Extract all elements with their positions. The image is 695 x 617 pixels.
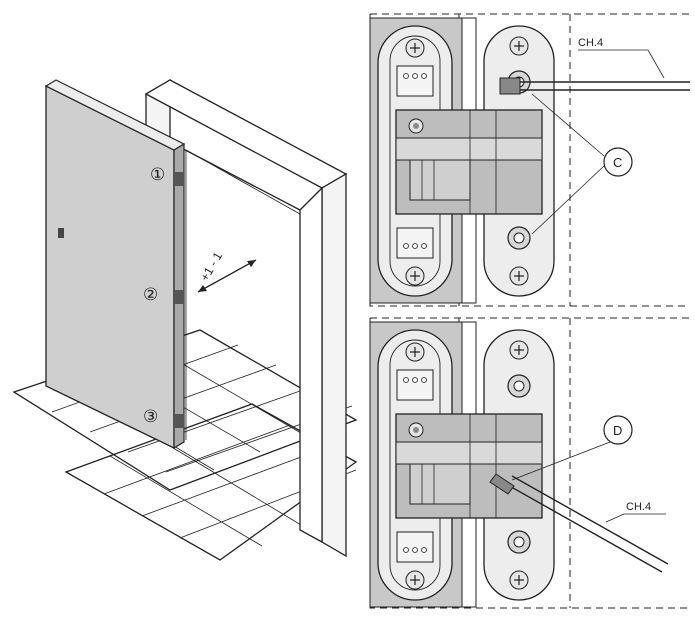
callout-d-label: D <box>613 423 622 438</box>
detail-c: CH.4 C <box>369 13 690 307</box>
callout-c-label: C <box>613 155 622 170</box>
adjust-arrow-icon <box>197 259 257 293</box>
door-lock-icon <box>58 228 64 238</box>
hinge-marker-2: ② <box>143 285 158 304</box>
tool-label-d: CH.4 <box>626 501 651 513</box>
hinge-1-icon <box>174 172 184 186</box>
detail-d: CH.4 D <box>369 317 690 609</box>
hinge-marker-1: ① <box>150 165 165 184</box>
hex-key-icon <box>499 77 690 95</box>
door-illustration: ① ② ③ +1 - 1 <box>12 78 358 561</box>
hex-key-d-icon <box>489 473 669 573</box>
callout-d <box>603 415 633 445</box>
door-leaf <box>44 79 186 450</box>
adjust-label: +1 - 1 <box>197 249 225 283</box>
hinge-3-icon <box>174 414 184 428</box>
tool-label-c: CH.4 <box>578 37 603 49</box>
hinge-2-icon <box>174 290 184 304</box>
callout-c <box>603 147 633 177</box>
hinge-marker-3: ③ <box>143 407 158 426</box>
